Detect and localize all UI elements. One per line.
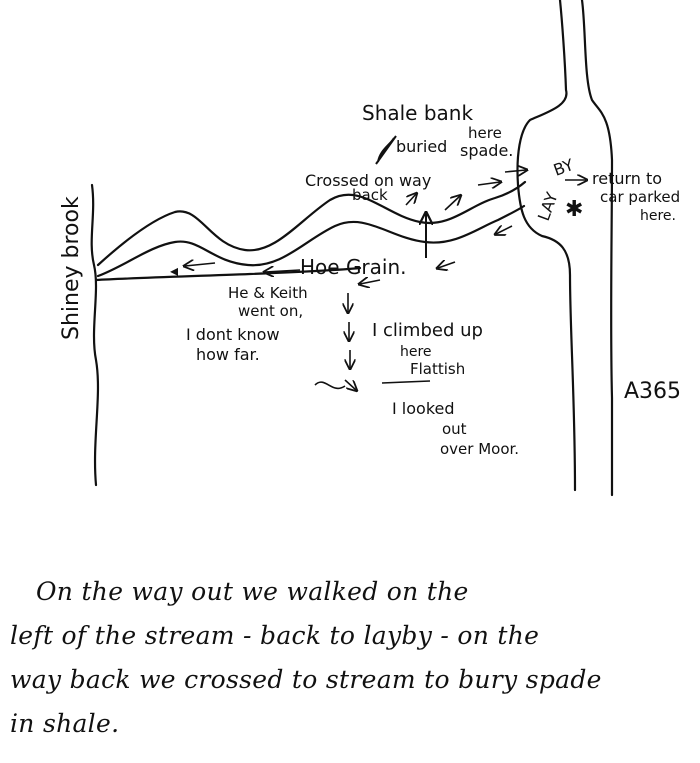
label-he-keith: He & Keith bbox=[228, 284, 308, 302]
label-dont-know: I dont know bbox=[186, 325, 280, 344]
arrow-icon bbox=[185, 263, 216, 266]
walk-path-left bbox=[94, 266, 362, 282]
shiney-brook-line bbox=[90, 183, 100, 487]
label-road-a365: A365 bbox=[624, 379, 681, 404]
label-out: out bbox=[442, 420, 467, 438]
arrow-icon bbox=[344, 379, 356, 390]
label-lay: LAY bbox=[534, 190, 562, 224]
arrow-icon bbox=[438, 262, 456, 268]
arrow-icon bbox=[504, 170, 526, 172]
label-by: BY bbox=[551, 155, 576, 180]
label-spade: spade. bbox=[460, 141, 513, 160]
note-line: On the way out we walked on the bbox=[36, 577, 469, 606]
label-flattish: Flattish bbox=[410, 360, 465, 378]
spade-icon bbox=[375, 135, 397, 165]
label-here2: here. bbox=[640, 208, 676, 224]
arrow-icon bbox=[405, 194, 416, 206]
label-looked: I looked bbox=[392, 399, 455, 418]
label-shale-bank: Shale bank bbox=[362, 101, 473, 125]
label-went-on: went on, bbox=[238, 302, 303, 320]
road-left-edge bbox=[516, 0, 577, 492]
star-icon: ✱ bbox=[565, 197, 583, 222]
label-shiney-brook: Shiney brook bbox=[59, 196, 84, 340]
label-here: here bbox=[468, 124, 502, 142]
label-climbed-up: I climbed up bbox=[372, 320, 483, 341]
label-how-far: how far. bbox=[196, 345, 260, 364]
flattish-underline bbox=[381, 380, 431, 384]
stream-upper-bank bbox=[96, 180, 527, 267]
arrow-icon bbox=[477, 182, 500, 185]
label-car-parked: car parked bbox=[600, 188, 680, 206]
note-line: left of the stream - back to layby - on … bbox=[10, 621, 540, 650]
label-over-moor: over Moor. bbox=[440, 440, 519, 458]
stream-lower-bank bbox=[96, 204, 526, 278]
label-hoe-grain: Hoe Grain. bbox=[300, 255, 407, 279]
label-buried: buried bbox=[396, 137, 447, 156]
road-right-edge bbox=[580, 0, 614, 497]
arrow-icon bbox=[265, 270, 301, 272]
arrow-icon bbox=[496, 226, 513, 234]
label-back: back bbox=[352, 186, 388, 204]
arrow-icon: ◂ bbox=[170, 261, 178, 280]
note-line: way back we crossed to stream to bury sp… bbox=[10, 665, 602, 694]
note-line: in shale. bbox=[10, 709, 120, 738]
arrow-icon bbox=[444, 196, 460, 211]
label-crossed-on-way: Crossed on way bbox=[305, 171, 431, 190]
label-here3: here bbox=[400, 344, 432, 360]
label-return-to: return to bbox=[592, 169, 662, 188]
handwritten-note: On the way out we walked on the left of … bbox=[10, 570, 690, 746]
squiggle-path bbox=[314, 381, 346, 390]
arrow-icon bbox=[360, 280, 381, 284]
